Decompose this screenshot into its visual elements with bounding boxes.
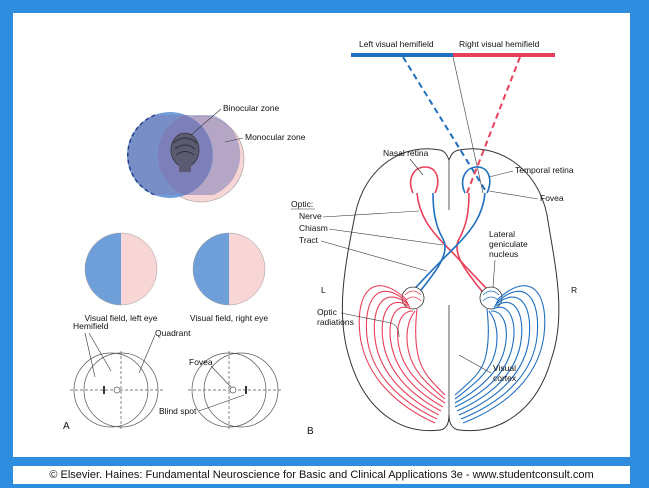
- blind-spot-label: Blind spot: [159, 406, 197, 416]
- binocular-dashed-boundary: [127, 114, 156, 196]
- right-field-ray-dashed: [466, 56, 521, 194]
- fovea-a-leader: [210, 365, 232, 388]
- nasal-retina-leader: [409, 158, 424, 176]
- visual-field-right-eye: [192, 232, 266, 306]
- tract-leader: [320, 240, 428, 272]
- visual-cortex-label-2: cortex: [493, 373, 517, 383]
- visual-field-right-label: Visual field, right eye: [190, 313, 269, 323]
- panel-b-letter: B: [307, 426, 314, 437]
- optic-radiations-label-1: Optic: [317, 307, 338, 317]
- neck: [179, 164, 191, 172]
- quadrant-leader: [138, 334, 156, 374]
- monocular-leader: [224, 137, 244, 143]
- binocular-zone-label: Binocular zone: [223, 103, 280, 113]
- visual-field-left-label: Visual field, left eye: [84, 313, 157, 323]
- right-hemifield-label: Right visual hemifield: [459, 39, 540, 49]
- nerve-leader: [322, 210, 420, 218]
- fovea-a-label: Fovea: [189, 357, 213, 367]
- temporal-retina-label: Temporal retina: [515, 165, 574, 175]
- optic-label: Optic:: [291, 199, 313, 209]
- left-hemifield-label: Left visual hemifield: [359, 39, 434, 49]
- lgn-label-line3: nucleus: [489, 249, 518, 259]
- hair-lines: [172, 137, 198, 156]
- right-nerve-blue: [408, 192, 486, 296]
- optic-radiations-label-2: radiations: [317, 317, 354, 327]
- left-side-label: L: [321, 285, 326, 295]
- left-field-ray-dashed: [402, 56, 488, 194]
- visual-field-left-eye: [84, 232, 158, 306]
- hemifield-leaders: [84, 332, 112, 378]
- temporal-retina-leader: [488, 170, 514, 178]
- quadrant-label: Quadrant: [155, 328, 191, 338]
- left-nerve-red: [416, 192, 494, 296]
- quadrant-diagram-left: [70, 351, 165, 429]
- visual-pathway-figure: Binocular zone Monocular zone Visual fie…: [63, 39, 577, 437]
- visual-cortex-leader: [458, 354, 492, 374]
- panel-a: Binocular zone Monocular zone Visual fie…: [63, 103, 306, 432]
- hemifield-label: Hemifield: [73, 321, 109, 331]
- right-nerve-red: [456, 192, 486, 296]
- brain-outline: [341, 148, 560, 432]
- fovea-b-label: Fovea: [540, 193, 564, 203]
- quadrant-diagram-right: [188, 351, 281, 429]
- figure-panel: Binocular zone Monocular zone Visual fie…: [13, 13, 630, 457]
- side-decoration: [640, 60, 649, 400]
- optic-radiations-left: [358, 285, 446, 424]
- nerve-label: Nerve: [299, 211, 322, 221]
- chiasm-label: Chiasm: [299, 223, 328, 233]
- right-side-label: R: [571, 285, 577, 295]
- left-nerve-blue: [416, 192, 446, 296]
- binocular-leader: [190, 108, 222, 136]
- tract-label: Tract: [299, 235, 319, 245]
- panel-b: Left visual hemifield Right visual hemif…: [291, 39, 577, 437]
- blind-spot-leader: [198, 394, 245, 412]
- right-eye: [461, 166, 491, 194]
- fovea-b-leader: [488, 190, 539, 200]
- lgn-label-line2: geniculate: [489, 239, 528, 249]
- left-eye: [409, 166, 439, 194]
- chiasm-leader: [328, 228, 444, 246]
- lgn-leader: [492, 259, 496, 288]
- nasal-retina-label: Nasal retina: [383, 148, 429, 158]
- lgn-label-line1: Lateral: [489, 229, 515, 239]
- panel-a-letter: A: [63, 421, 70, 432]
- optic-radiations-leader: [340, 312, 400, 338]
- copyright-caption: © Elsevier. Haines: Fundamental Neurosci…: [13, 466, 630, 484]
- monocular-zone-label: Monocular zone: [245, 132, 306, 142]
- midline-ray: [452, 56, 484, 194]
- optic-radiations-right: [454, 285, 546, 424]
- visual-cortex-label-1: Visual: [493, 363, 516, 373]
